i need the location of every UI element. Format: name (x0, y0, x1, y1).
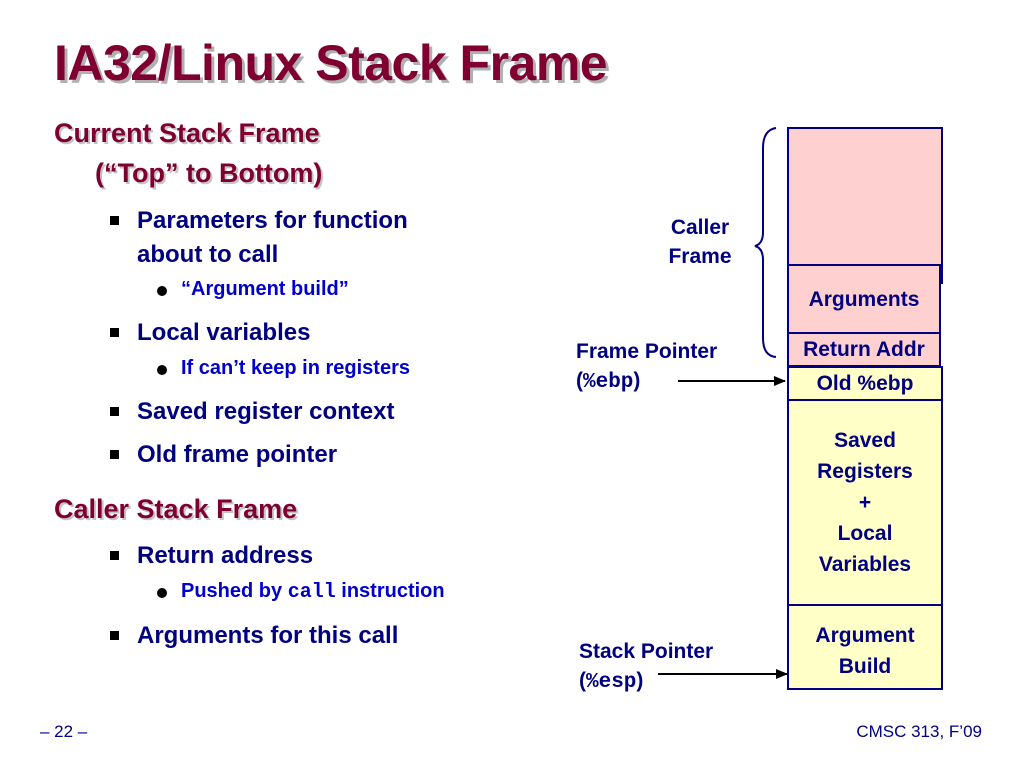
bullet-text: Arguments for this call (137, 622, 399, 649)
course-label: CMSC 313, F’09 (856, 722, 982, 741)
square-bullet-icon (110, 328, 119, 337)
bullet-old-frame-pointer: Old frame pointer (110, 438, 337, 472)
caller-frame-label: Caller Frame (640, 213, 760, 271)
old-ebp-cell-text: Old %ebp (816, 372, 914, 395)
saved-cell-line: + (858, 491, 872, 514)
caller-frame-brace-icon (754, 127, 777, 358)
caller-frame-heading: Caller Stack Frame (54, 494, 298, 524)
square-bullet-icon (110, 450, 119, 459)
square-bullet-icon (110, 631, 119, 640)
esp-register: %esp (586, 671, 637, 694)
slide-title: IA32/Linux Stack Frame (54, 35, 608, 91)
sub-bullet-text: If can’t keep in registers (181, 357, 410, 379)
caller-frame-block (787, 127, 943, 284)
caller-frame-label-line: Caller (670, 216, 730, 239)
saved-registers-locals-cell: Saved Registers + Local Variables (787, 399, 943, 606)
round-bullet-icon (157, 365, 167, 375)
frame-pointer-text: Frame Pointer (576, 340, 718, 363)
bullet-text: Old frame pointer (137, 441, 338, 468)
frame-pointer-register-line: (%ebp) (576, 369, 641, 394)
round-bullet-icon (157, 286, 167, 296)
square-bullet-icon (110, 551, 119, 560)
bullet-saved-register-context: Saved register context (110, 395, 394, 429)
bullet-text: about to call (137, 241, 279, 268)
frame-pointer-label: Frame Pointer (%ebp) (576, 337, 717, 397)
round-bullet-icon (157, 588, 167, 598)
saved-cell-line: Variables (818, 553, 912, 576)
bullet-parameters: Parameters for function about to call (110, 204, 408, 272)
bullet-arguments-for-call: Arguments for this call (110, 619, 398, 653)
square-bullet-icon (110, 407, 119, 416)
argbuild-cell-line: Build (838, 655, 892, 678)
sub-bullet-text: Pushed by call instruction (181, 580, 445, 604)
bullet-text: Return address (137, 542, 314, 569)
sub-bullet-text: “Argument build” (181, 278, 349, 300)
arguments-cell: Arguments (787, 264, 941, 334)
stack-pointer-register-line: (%esp) (579, 669, 644, 694)
old-ebp-cell: Old %ebp (787, 366, 943, 401)
bullet-return-address: Return address (110, 539, 313, 573)
bullet-local-variables: Local variables (110, 316, 310, 350)
saved-cell-line: Local (837, 522, 893, 545)
bullet-text: Parameters for function (137, 207, 408, 234)
sub-bullet-pushed-by-call: Pushed by call instruction (157, 580, 445, 604)
return-addr-cell-text: Return Addr (803, 338, 925, 361)
saved-cell-line: Saved (834, 429, 896, 452)
caller-frame-label-line: Frame (668, 245, 732, 268)
current-frame-subheading: (“Top” to Bottom) (95, 158, 323, 188)
sub-bullet-registers: If can’t keep in registers (157, 357, 410, 380)
square-bullet-icon (110, 216, 119, 225)
sub-bullet-suffix: instruction (341, 580, 445, 602)
sub-bullet-argument-build: “Argument build” (157, 278, 349, 301)
stack-pointer-label: Stack Pointer (%esp) (579, 637, 713, 697)
page-number: – 22 – (40, 722, 88, 741)
sub-bullet-prefix: Pushed by (181, 580, 283, 602)
bullet-text: Local variables (137, 319, 311, 346)
argument-build-cell: Argument Build (787, 604, 943, 690)
ebp-register: %ebp (583, 371, 634, 394)
arguments-cell-text: Arguments (808, 287, 920, 311)
current-frame-heading: Current Stack Frame (54, 118, 320, 148)
bullet-text: Saved register context (137, 398, 395, 425)
return-addr-cell: Return Addr (787, 332, 941, 367)
saved-cell-line: Registers (817, 460, 913, 483)
code-call: call (287, 581, 336, 604)
argbuild-cell-line: Argument (815, 624, 915, 647)
stack-pointer-text: Stack Pointer (579, 640, 714, 663)
